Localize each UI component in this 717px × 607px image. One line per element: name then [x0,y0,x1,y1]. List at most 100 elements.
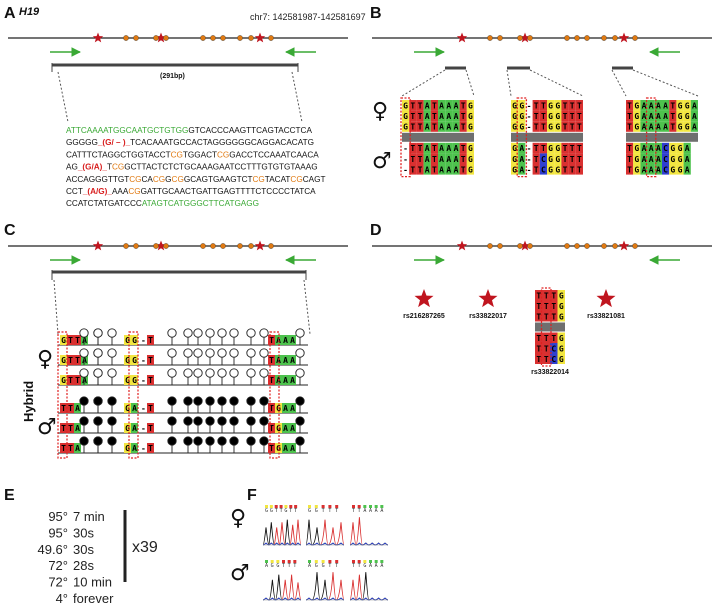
nucleotide-letter: T [670,112,675,121]
nucleotide-letter: A [454,123,459,132]
nucleotide-cell [542,343,550,354]
methylated-cpg [183,416,193,426]
nucleotide-letter: A [446,144,451,153]
nucleotide-cell [676,153,684,164]
nucleotide-letter: T [536,344,541,353]
cpg-dot [564,243,570,249]
nucleotide-cell [518,142,526,154]
cpg-dot [123,35,129,41]
nucleotide-letter: A [276,356,281,365]
nucleotide-cell [402,164,410,175]
nucleotide-letter: A [519,155,524,164]
sequence-segment: GTCACCCAAGTTCAGTACCTCA [188,126,312,135]
base-call-mark [321,505,325,508]
pcr-temperature: 72° [48,558,68,573]
female-symbol-f: ♀ [230,506,246,531]
nucleotide-cell [124,355,131,365]
nucleotide-cell [452,142,460,154]
nucleotide-letter: A [454,101,459,110]
nucleotide-cell [690,100,698,111]
nucleotide-letter: G [468,165,473,174]
nucleotide-letter: T [61,444,66,453]
nucleotide-letter: T [627,155,632,164]
nucleotide-letter: T [627,112,632,121]
nucleotide-letter: T [418,165,423,174]
chromatogram-trace [262,519,302,546]
nucleotide-cell [81,375,88,385]
gap-letter: - [141,376,146,385]
gap-letter: - [527,112,532,121]
sequence-segment: GCTTACTCTCTGCAAAGAATCCTTTGTGTGTAAAG [124,163,317,172]
nucleotide-cell [74,443,81,453]
nucleotide-cell [268,403,275,413]
sequence-line: AG_(G/A)_TCGGCTTACTCTCTGCAAAGAATCCTTTGTG… [66,163,318,172]
methylated-cpg [93,436,103,446]
pcr-duration: 28s [73,558,94,573]
nucleotide-cell [124,403,131,413]
nucleotide-letter: T [570,112,575,121]
nucleotide-letter: A [446,155,451,164]
nucleotide-cell [409,164,417,175]
unmethylated-cpg [259,328,269,338]
nucleotide-cell [557,353,565,364]
cpg-dot [527,243,533,249]
nucleotide-cell [445,153,453,164]
chromatogram-trace [262,574,302,601]
nucleotide-letter: A [132,424,137,433]
base-call-letter: A [380,563,383,569]
snp-variant: _(G/ – )_ [97,138,131,147]
nucleotide-cell [423,100,431,111]
snp-star [456,32,468,43]
nucleotide-letter: G [61,336,66,345]
unmethylated-cpg [217,348,227,358]
nucleotide-cell [518,121,526,132]
nucleotide-cell [511,164,519,175]
nucleotide-cell [640,121,648,132]
nucleotide-cell [430,121,438,132]
cpg-dot [268,243,274,249]
nucleotide-letter: G [132,336,137,345]
unmethylated-cpg [167,348,177,358]
nucleotide-cell [124,423,131,433]
methylated-cpg [167,396,177,406]
nucleotide-letter: A [75,424,80,433]
unmethylated-cpg [183,348,193,358]
gap-letter: - [527,165,532,174]
nucleotide-cell [547,142,555,154]
snp-id-label: rs216287265 [403,313,445,320]
nucleotide-cell [416,110,424,122]
snp-id-label: rs33822014 [531,369,569,376]
cpg-dot [487,243,493,249]
base-call-letter: T [335,563,338,569]
methylated-cpg [79,396,89,406]
unmethylated-cpg [229,368,239,378]
nucleotide-cell [518,110,526,122]
base-call-letter: T [275,508,278,514]
nucleotide-cell [561,164,569,175]
nucleotide-cell [539,142,547,154]
nucleotide-letter: T [577,155,582,164]
nucleotide-letter: G [559,302,564,311]
snp-star [618,32,630,43]
sequence-segment: CAGT [303,175,326,184]
cpg-dot [517,243,523,249]
methylated-cpg [167,416,177,426]
nucleotide-cell [430,164,438,175]
base-call-mark [369,505,372,508]
nucleotide-letter: G [678,112,683,121]
nucleotide-cell [423,164,431,175]
nucleotide-cell [518,153,526,164]
pcr-temperature: 95° [48,509,68,524]
sequence-segment: G [165,175,171,184]
base-call-mark [265,560,268,563]
nucleotide-letter: A [283,444,288,453]
sequence-segment: ATAGTCATGGGCTTCATGAGG [142,199,259,208]
nucleotide-cell [131,375,138,385]
nucleotide-cell [626,142,634,154]
nucleotide-letter: A [649,123,654,132]
nucleotide-letter: T [461,123,466,132]
pcr-duration: 30s [73,525,94,540]
nucleotide-letter: A [439,112,444,121]
